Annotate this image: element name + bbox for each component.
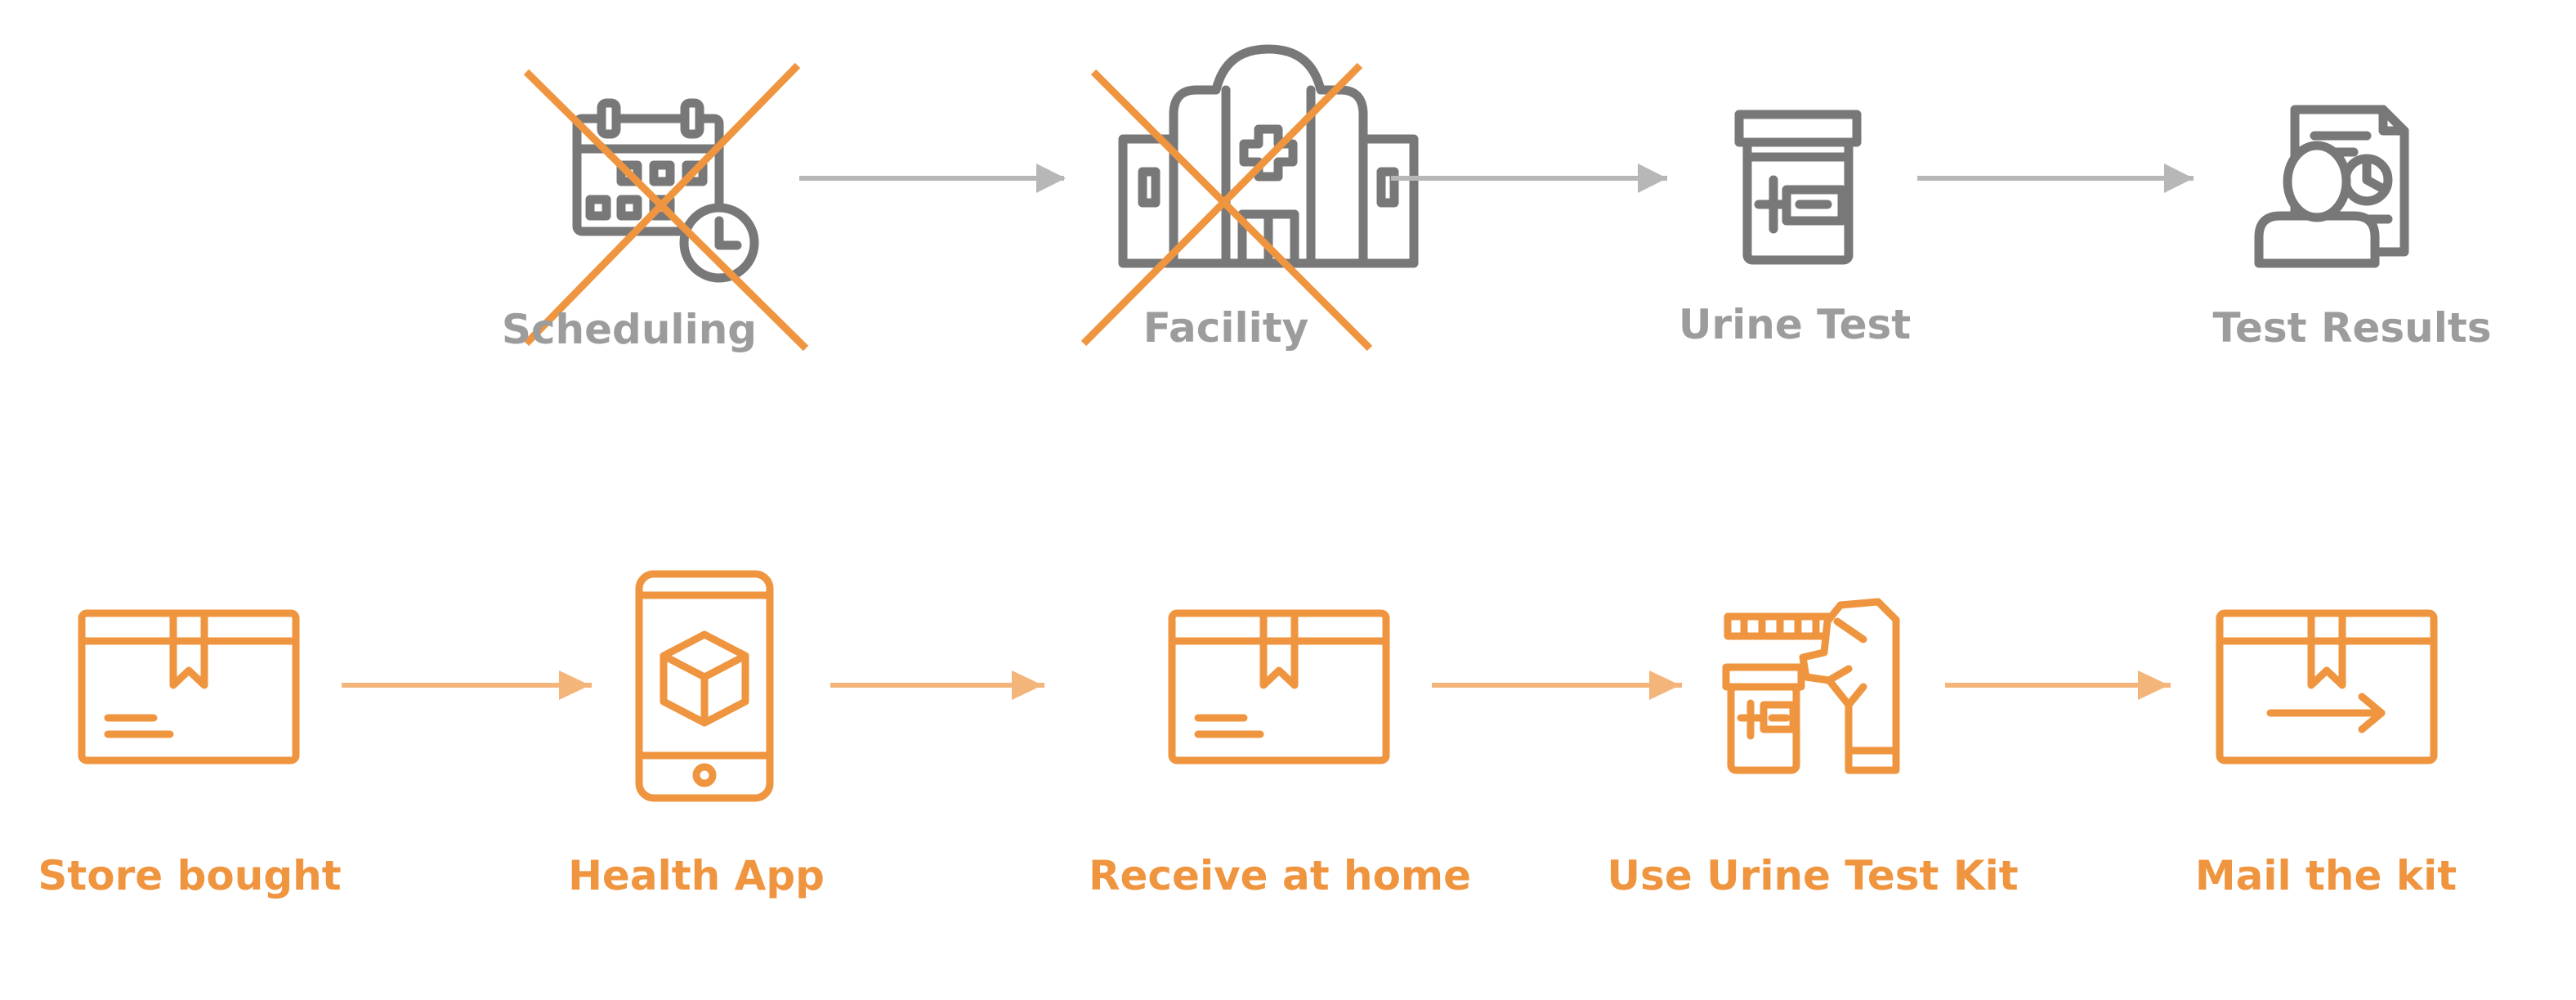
urine-test-kit-hand-icon [1722,598,1900,774]
specimen-cup-icon [1734,110,1862,265]
calendar-clock-icon [572,98,759,283]
shipping-box-icon [1168,609,1390,765]
step-label-store-bought: Store bought [38,852,342,899]
step-label-facility: Facility [1143,304,1309,352]
mail-box-arrow-icon [2216,609,2438,765]
traditional-arrow-1-head [1036,164,1066,193]
shipping-box-icon [78,609,300,765]
scheduling-cross-out [523,62,809,352]
traditional-arrow-3-head [2164,164,2194,193]
step-label-urine-test: Urine Test [1678,301,1912,348]
traditional-arrow-2-head [1638,164,1667,193]
person-report-icon [2254,105,2409,268]
home-arrow-4-head [2138,670,2169,700]
step-label-health-app: Health App [568,852,825,899]
step-label-scheduling: Scheduling [501,306,758,353]
step-label-receive-at-home: Receive at home [1088,852,1472,899]
step-label-test-results: Test Results [2212,304,2492,352]
smartphone-cube-icon [635,570,774,802]
facility-cross-out [1080,62,1373,352]
home-arrow-2-head [1012,670,1043,700]
traditional-flow [523,44,2409,352]
home-flow [78,570,2438,802]
home-arrow-1-head [559,670,590,700]
home-arrow-3-head [1649,670,1680,700]
step-label-mail-the-kit: Mail the kit [2194,852,2457,899]
step-label-use-urine-test-kit: Use Urine Test Kit [1607,852,2019,899]
